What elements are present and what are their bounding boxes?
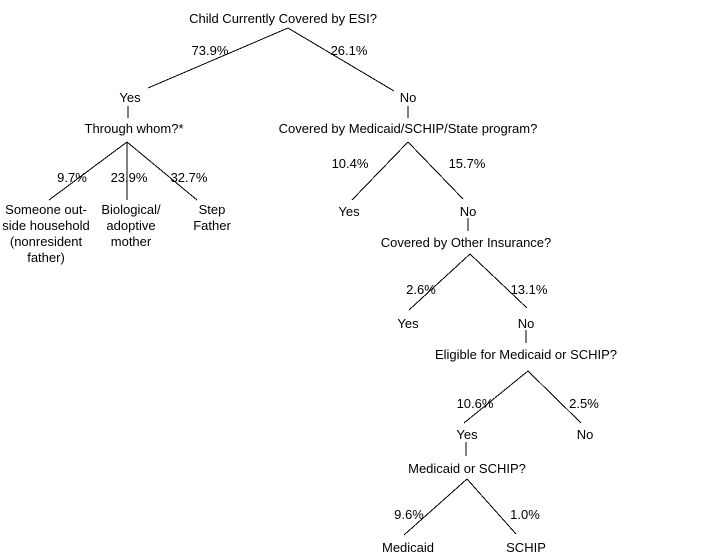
root-question: Child Currently Covered by ESI? bbox=[189, 11, 377, 26]
medicaid-state-question: Covered by Medicaid/SCHIP/State program? bbox=[278, 121, 538, 136]
edge-whom-branch1 bbox=[48, 141, 128, 201]
through-whom-pct-2: 23.9% bbox=[110, 170, 148, 185]
leaf-medicaid: Medicaid bbox=[381, 540, 435, 555]
other-insurance-no-label: No bbox=[517, 316, 535, 331]
other-insurance-no-percent: 13.1% bbox=[510, 282, 548, 297]
edge-whom-branch3 bbox=[126, 141, 198, 201]
medicaid-state-yes-percent: 10.4% bbox=[331, 156, 369, 171]
eligible-yes-label: Yes bbox=[456, 427, 478, 442]
other-insurance-yes-label: Yes bbox=[397, 316, 419, 331]
edge-otherins-no bbox=[469, 253, 528, 309]
edge-root-yes bbox=[147, 27, 289, 89]
eligible-question: Eligible for Medicaid or SCHIP? bbox=[434, 347, 618, 362]
leaf-nonresident-father: Someone out- side household (nonresident… bbox=[2, 202, 90, 265]
leaf-schip: SCHIP bbox=[506, 540, 546, 555]
other-insurance-yes-percent: 2.6% bbox=[406, 282, 436, 297]
leaf-biological-mother: Biological/ adoptive mother bbox=[101, 202, 161, 249]
through-whom-pct-3: 32.7% bbox=[170, 170, 208, 185]
through-whom-question: Through whom?* bbox=[84, 121, 184, 136]
medicaid-state-no-label: No bbox=[459, 204, 477, 219]
leaf-step-father: Step Father bbox=[193, 202, 231, 233]
medicaid-or-schip-pct-left: 9.6% bbox=[394, 507, 424, 522]
edge-eligible-yes bbox=[463, 370, 529, 424]
eligible-no-percent: 2.5% bbox=[569, 396, 599, 411]
root-no-percent: 26.1% bbox=[330, 43, 368, 58]
edge-eligible-no bbox=[527, 370, 582, 424]
through-whom-pct-1: 9.7% bbox=[57, 170, 87, 185]
medicaid-or-schip-pct-right: 1.0% bbox=[510, 507, 540, 522]
edge-medicaidstate-yes bbox=[351, 141, 409, 201]
medicaid-state-no-percent: 15.7% bbox=[448, 156, 486, 171]
edge-otherins-yes bbox=[408, 253, 471, 311]
root-yes-percent: 73.9% bbox=[191, 43, 229, 58]
edge-schip-branch bbox=[466, 478, 517, 535]
other-insurance-question: Covered by Other Insurance? bbox=[380, 235, 552, 250]
root-yes-label: Yes bbox=[119, 90, 141, 105]
edge-root-no bbox=[287, 27, 395, 92]
medicaid-state-yes-label: Yes bbox=[338, 204, 360, 219]
medicaid-or-schip-question: Medicaid or SCHIP? bbox=[408, 461, 526, 476]
eligible-no-label: No bbox=[576, 427, 594, 442]
root-no-label: No bbox=[399, 90, 417, 105]
edge-medicaidstate-no bbox=[407, 141, 464, 200]
eligible-yes-percent: 10.6% bbox=[456, 396, 494, 411]
edge-medicaid-branch bbox=[403, 478, 468, 536]
